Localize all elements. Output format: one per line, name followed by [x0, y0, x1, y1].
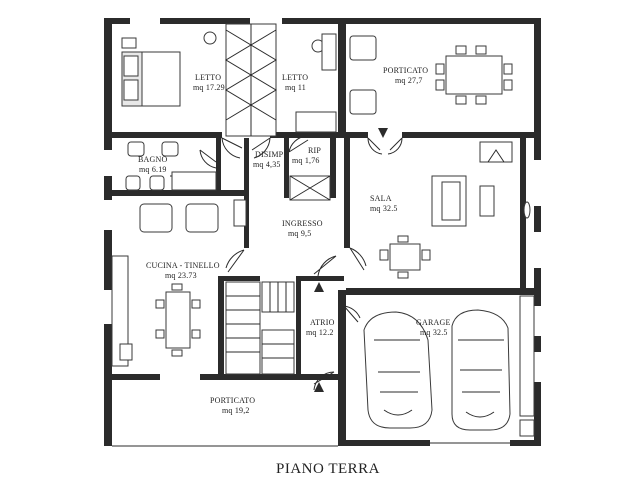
svg-text:mq 4,35: mq 4,35 — [253, 160, 281, 169]
svg-text:mq 6.19: mq 6.19 — [139, 165, 167, 174]
room-bagno: BAGNO mq 6.19 — [138, 155, 167, 174]
svg-text:GARAGE: GARAGE — [416, 318, 451, 327]
room-porticato-top: PORTICATO mq 27,7 — [383, 66, 428, 85]
svg-text:ATRIO: ATRIO — [310, 318, 335, 327]
svg-text:mq 32.5: mq 32.5 — [370, 204, 398, 213]
svg-text:SALA: SALA — [370, 194, 392, 203]
svg-text:DISIMP: DISIMP — [255, 150, 284, 159]
svg-text:mq 1,76: mq 1,76 — [292, 156, 320, 165]
entry-arrows — [314, 128, 388, 392]
svg-text:RIP: RIP — [308, 146, 321, 155]
room-ingresso: INGRESSO mq 9,5 — [282, 219, 323, 238]
svg-text:mq 32.5: mq 32.5 — [420, 328, 448, 337]
room-labels: LETTO mq 17.29 LETTO mq 11 PORTICATO mq … — [138, 66, 451, 415]
room-disimp: DISIMP mq 4,35 — [253, 150, 284, 169]
room-garage: GARAGE mq 32.5 — [416, 318, 451, 337]
svg-text:mq 19,2: mq 19,2 — [222, 406, 250, 415]
room-sala: SALA mq 32.5 — [370, 194, 398, 213]
svg-text:mq 17.29: mq 17.29 — [193, 83, 225, 92]
svg-text:LETTO: LETTO — [282, 73, 308, 82]
room-letto-1: LETTO mq 17.29 — [193, 73, 225, 92]
room-rip: RIP mq 1,76 — [292, 146, 321, 165]
room-porticato-bottom: PORTICATO mq 19,2 — [210, 396, 255, 415]
svg-text:mq 11: mq 11 — [285, 83, 306, 92]
plan-title: PIANO TERRA — [276, 461, 380, 477]
svg-text:mq 12.2: mq 12.2 — [306, 328, 334, 337]
room-letto-2: LETTO mq 11 — [282, 73, 308, 92]
interior-walls — [112, 18, 541, 376]
svg-text:LETTO: LETTO — [195, 73, 221, 82]
room-cucina-tinello: CUCINA - TINELLO mq 23.73 — [146, 261, 220, 280]
room-atrio: ATRIO mq 12.2 — [306, 318, 335, 337]
svg-text:mq 27,7: mq 27,7 — [395, 76, 423, 85]
svg-text:CUCINA - TINELLO: CUCINA - TINELLO — [146, 261, 220, 270]
svg-text:mq 9,5: mq 9,5 — [288, 229, 311, 238]
svg-text:mq 23.73: mq 23.73 — [165, 271, 197, 280]
furniture — [111, 23, 535, 437]
svg-text:INGRESSO: INGRESSO — [282, 219, 323, 228]
svg-text:PORTICATO: PORTICATO — [210, 396, 255, 405]
outer-walls — [104, 18, 541, 447]
svg-text:BAGNO: BAGNO — [138, 155, 167, 164]
svg-text:PORTICATO: PORTICATO — [383, 66, 428, 75]
